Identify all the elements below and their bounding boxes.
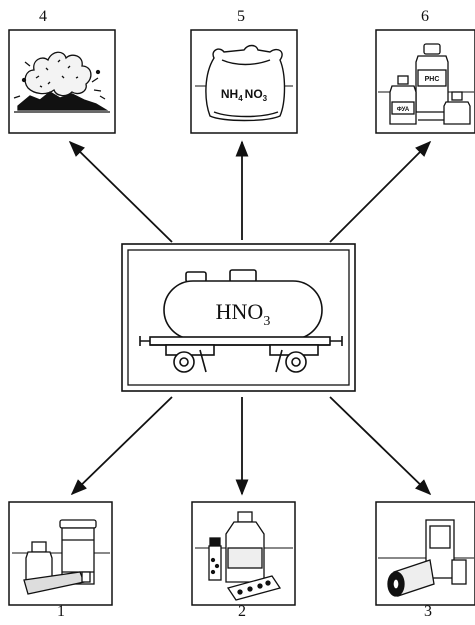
fertilizer-bag-icon <box>195 44 293 122</box>
arrow-to-4 <box>68 140 173 243</box>
formula-hno3: HNO3 <box>216 299 271 329</box>
label-6: 6 <box>421 8 429 25</box>
label-5: 5 <box>237 8 245 25</box>
label-2: 2 <box>238 603 246 620</box>
bottle-label-large: PHC <box>425 76 440 83</box>
box-4 <box>8 29 116 134</box>
film-rolls-icon <box>378 519 474 597</box>
box-2 <box>191 501 296 606</box>
medicines-icon <box>195 511 293 601</box>
arrow-to-1 <box>70 396 173 496</box>
box-1 <box>8 501 113 606</box>
label-3: 3 <box>424 603 432 620</box>
tank-wagon-icon <box>139 269 343 373</box>
arrow-to-3 <box>329 396 432 496</box>
center-box: HNO3 <box>121 243 356 392</box>
bottle-label-small: ФУА <box>397 107 410 113</box>
label-4: 4 <box>39 8 47 25</box>
chemical-bottles-icon <box>378 43 474 125</box>
box-6: PHC ФУА <box>375 29 475 134</box>
label-1: 1 <box>57 603 65 620</box>
arrow-to-6 <box>329 140 432 243</box>
box-3 <box>375 501 475 606</box>
explosion-icon <box>13 51 110 113</box>
cosmetics-tubes-icon <box>12 519 110 595</box>
